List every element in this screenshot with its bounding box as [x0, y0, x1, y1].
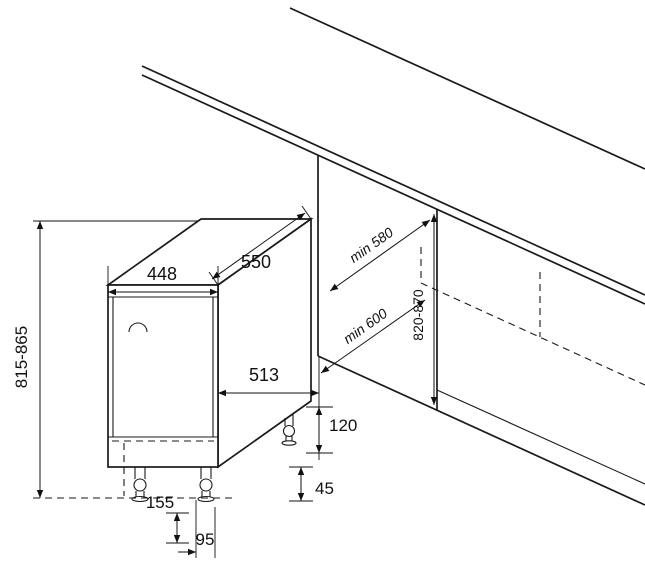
dishwasher-front-face — [107, 284, 219, 468]
label-base-height: 120 — [329, 416, 357, 435]
dimension-plinth-recess-max: 155 — [146, 493, 189, 544]
rear-foot — [282, 424, 296, 438]
front-right-foot — [199, 478, 213, 492]
door-handle — [128, 322, 148, 333]
worktop — [141, 7, 645, 305]
front-left-foot — [133, 478, 147, 492]
adjustable-feet — [131, 414, 297, 503]
label-plinth-recess-min: 95 — [196, 530, 215, 549]
niche-opening — [317, 155, 645, 506]
dimension-height: 815-865 — [12, 220, 199, 498]
label-front-width: 448 — [147, 264, 177, 284]
dimension-top-depth: 550 — [208, 205, 312, 286]
label-top-depth: 550 — [241, 252, 271, 272]
dimension-front-width: 448 — [107, 264, 219, 296]
dimension-base-height: 120 — [306, 406, 357, 454]
label-plinth-recess-max: 155 — [146, 493, 174, 512]
dimension-foot-height: 45 — [289, 466, 334, 502]
dimension-plinth-recess-min: 95 — [178, 500, 216, 558]
label-body-depth: 513 — [249, 365, 279, 385]
label-foot-height: 45 — [315, 479, 334, 498]
label-niche-height-range: 820-870 — [410, 289, 426, 341]
label-height-range: 815-865 — [12, 326, 31, 388]
